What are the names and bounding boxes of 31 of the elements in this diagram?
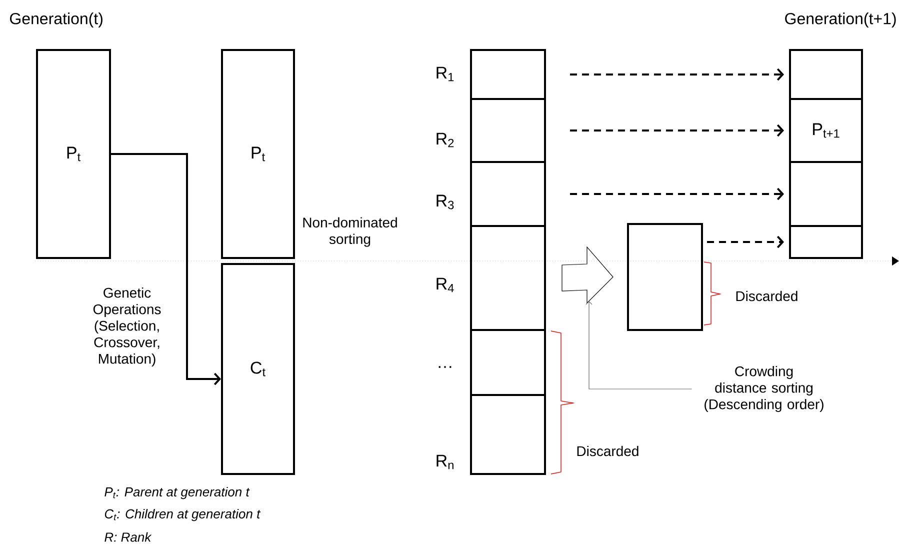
label-text: Non-dominated sorting [303, 217, 397, 247]
dashed-arrow [570, 188, 784, 200]
block-arrow [562, 246, 614, 304]
population-box: C$_{t}$ [221, 263, 295, 475]
rank-label: … [438, 366, 452, 368]
edge-label: Genetic Operations (Selection, Crossover, Mutation) [78, 286, 176, 368]
column-cell [789, 49, 863, 100]
dashed-arrow [707, 236, 784, 248]
rank-label: R$_{1}$ [436, 66, 454, 82]
label-text: P$_{t}$: Parent at generation t [104, 486, 250, 500]
front-box [627, 223, 703, 331]
rank-label: R$_{4}$ [436, 278, 454, 292]
column-cell [789, 161, 863, 227]
label-text: C$_{t}$: Children at generation t [104, 508, 261, 522]
note-text: Crowding distance sorting (Descending order) [704, 366, 824, 412]
rank-label: R$_{3}$ [436, 194, 454, 210]
population-box: P$_{t}$ [221, 49, 295, 259]
label-text: R: Rank [104, 532, 152, 542]
label-text: Generation(t) [10, 12, 102, 28]
dashed-arrow [570, 68, 784, 81]
arrow [111, 153, 221, 386]
rank-label: R$_{n}$ [436, 454, 454, 470]
column-cell [789, 225, 863, 259]
leader-line [586, 301, 692, 390]
dashed-arrow [570, 124, 784, 137]
label-text: Generation(t+1) [785, 12, 896, 28]
label-text: Discarded [736, 290, 798, 302]
population-box: P$_{t}$ [36, 49, 111, 259]
column-cell: P$_{t+1}$ [789, 98, 863, 163]
rank-label: R$_{2}$ [436, 132, 454, 148]
label-text: Discarded [577, 446, 638, 456]
